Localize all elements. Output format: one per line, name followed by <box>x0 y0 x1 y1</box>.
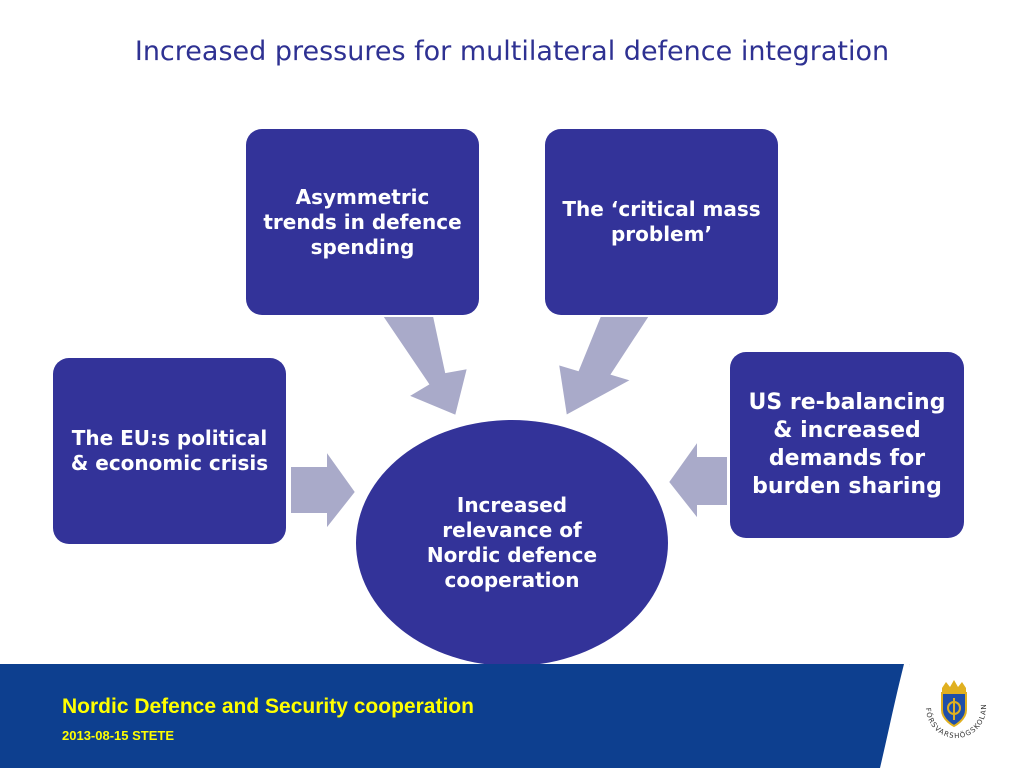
footer-subtitle: 2013-08-15 STETE <box>62 728 175 743</box>
box-eu-crisis: The EU:s political & economic crisis <box>53 358 286 544</box>
box-us-rebalancing-text: US re-balancing & increased demands for … <box>748 390 946 499</box>
box-us-rebalancing: US re-balancing & increased demands for … <box>730 352 964 538</box>
arrow-top-right <box>556 315 652 418</box>
footer-band <box>0 664 910 768</box>
arrow-right <box>666 436 729 523</box>
box-critical-mass-text: The ‘critical mass problem’ <box>562 197 761 246</box>
footer-title: Nordic Defence and Security cooperation <box>62 695 474 718</box>
box-asymmetric-trends: Asymmetric trends in defence spending <box>246 129 479 315</box>
box-eu-crisis-text: The EU:s political & economic crisis <box>70 426 269 475</box>
box-critical-mass: The ‘critical mass problem’ <box>545 129 778 315</box>
arrow-left <box>289 446 358 533</box>
center-circle: Increased relevance of Nordic defence co… <box>356 420 668 666</box>
forsvarshogskolan-logo: FÖRSVARSHÖGSKOLAN <box>924 680 987 740</box>
slide-title: Increased pressures for multilateral def… <box>134 36 890 67</box>
center-circle-text: Increased relevance of Nordic defence co… <box>426 493 598 592</box>
arrow-top-left <box>380 315 470 418</box>
box-asymmetric-trends-text: Asymmetric trends in defence spending <box>263 184 462 259</box>
